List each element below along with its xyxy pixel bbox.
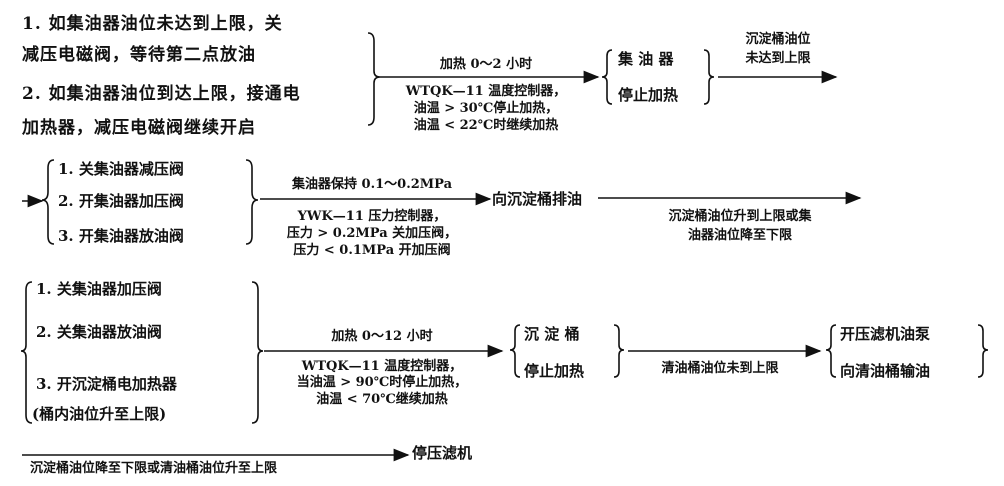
left-brace [41,159,55,245]
state-text: 停止加热 [524,362,585,380]
action-text: 2. 关集油器放油阀 [36,323,162,341]
state-text: 集 油 器 [618,50,674,68]
condition-text: 加热器，减压电磁阀继续开启 [22,118,256,138]
arrow-label: 清油桶油位未到上限 [661,361,779,376]
controller-note: WTQK—11 温度控制器， [405,84,567,99]
action-text: 2. 开集油器加压阀 [58,192,184,210]
right-brace [245,159,259,245]
arrow-label: 集油器保持 0.1～0.2MPa [292,177,452,192]
controller-note: 油温 > 30℃停止加热， [413,101,559,116]
action-text: 1. 关集油器减压阀 [58,160,184,178]
left-brace [825,324,837,378]
result-text: 向清油桶输油 [840,362,931,380]
controller-note: 油温 < 22℃时继续加热 [413,118,559,133]
action-text: 3. 开沉淀桶电加热器 [36,375,177,393]
controller-note: 压力 > 0.2MPa 关加压阀， [286,226,458,241]
state-text: 沉 淀 桶 [524,325,580,343]
arrow-label: 油器油位降至下限 [687,228,793,243]
right-brace [367,32,381,126]
left-brace [20,281,33,424]
controller-note: 油温 < 70℃继续加热 [316,392,448,407]
controller-note: 压力 < 0.1MPa 开加压阀 [293,243,451,258]
arrow-label: 加热 0～12 小时 [331,329,433,344]
controller-note: YWK—11 压力控制器， [297,209,447,224]
left-brace [509,324,521,378]
right-brace [977,324,989,378]
arrow-label: 加热 0～2 小时 [439,57,533,72]
condition-text: 1. 如集油器油位未达到上限，关 [22,14,283,34]
state-text: 停止加热 [618,86,679,104]
condition-text: 减压电磁阀，等待第二点放油 [22,45,256,65]
arrow-label: 沉淀桶油位降至下限或清油桶油位升至上限 [30,461,278,476]
controller-note: WTQK—11 温度控制器， [301,359,463,374]
action-text: 1. 关集油器加压阀 [36,280,162,298]
arrow-label: 沉淀桶油位 [745,32,811,47]
action-note: (桶内油位升至上限) [32,405,167,423]
right-brace [703,49,715,105]
arrow-label: 未达到上限 [745,51,811,66]
result-text: 停压滤机 [412,444,473,462]
right-brace [613,324,625,378]
action-text: 3. 开集油器放油阀 [58,227,184,245]
arrow-label: 沉淀桶油位升到上限或集 [668,209,812,224]
result-text: 开压滤机油泵 [840,325,931,343]
controller-note: 当油温 > 90℃时停止加热， [296,375,468,390]
left-brace [601,49,613,105]
condition-text: 2. 如集油器油位到达上限，接通电 [22,84,301,104]
right-brace [251,281,264,424]
result-text: 向沉淀桶排油 [492,190,583,208]
